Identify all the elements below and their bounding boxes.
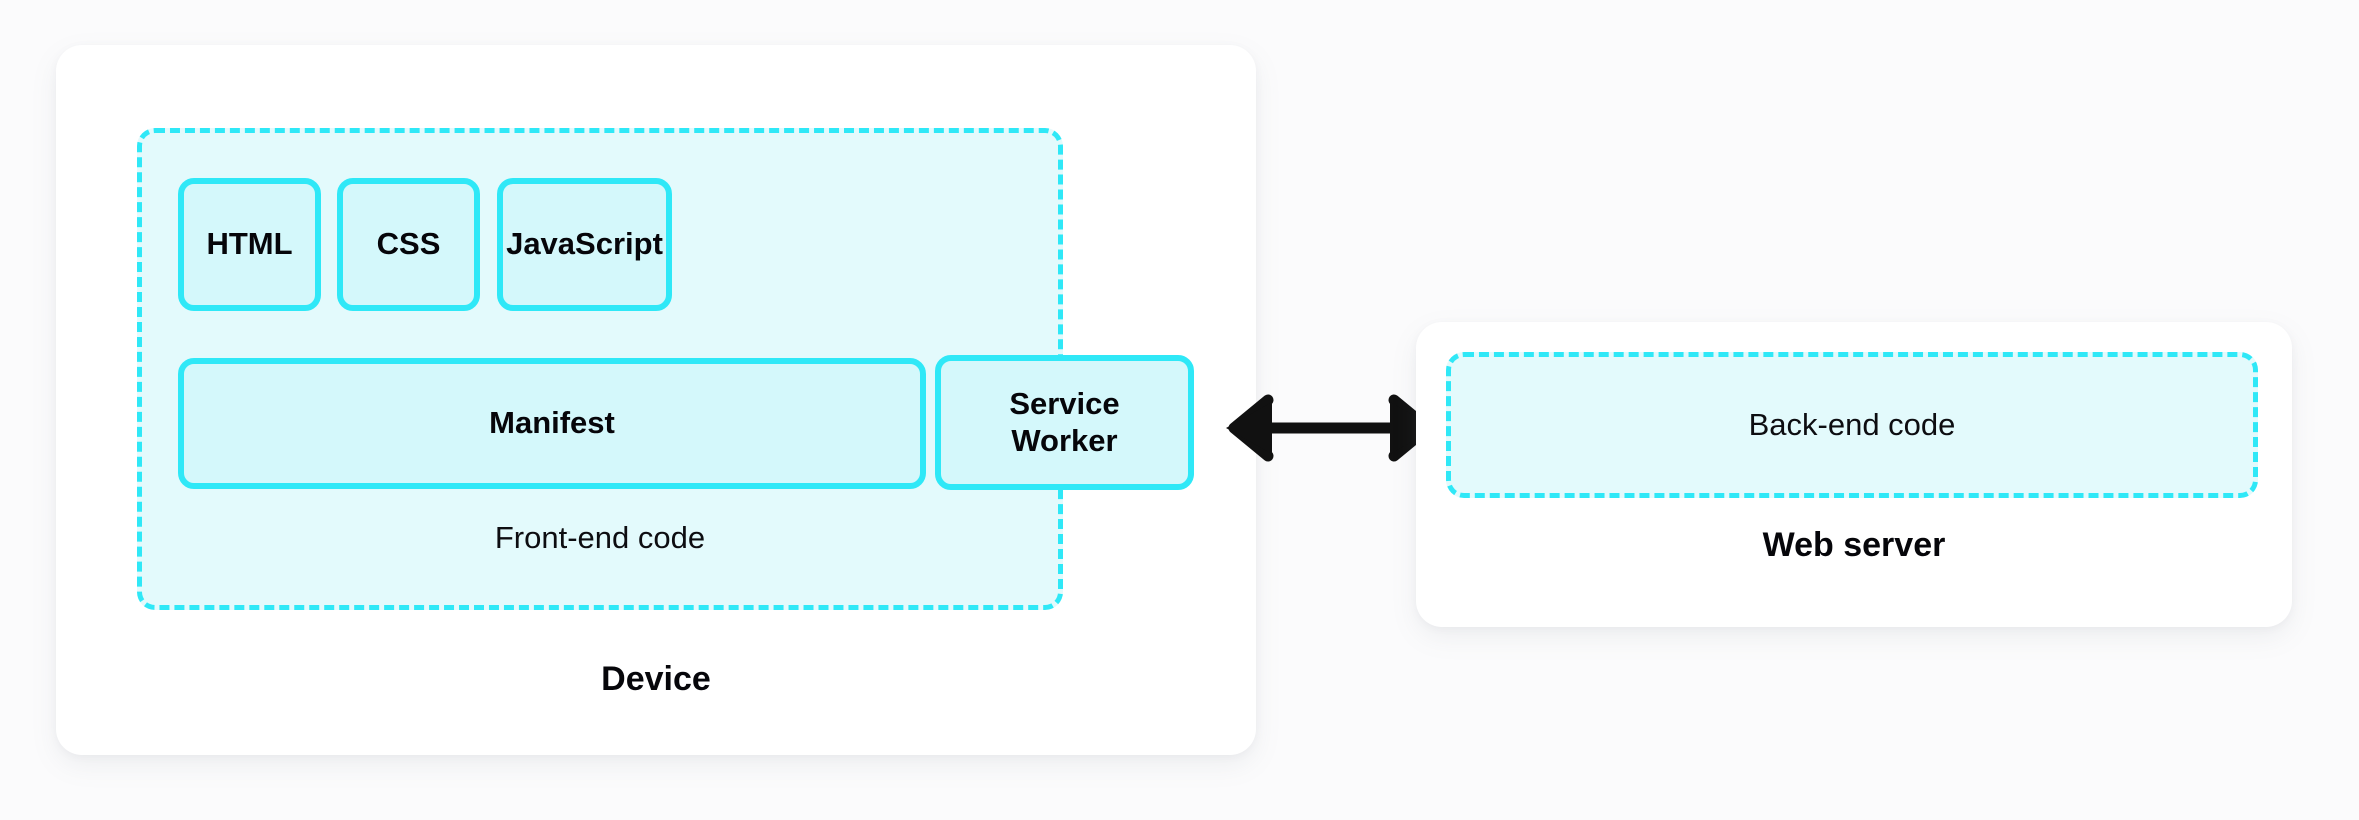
html-box[interactable]: HTML xyxy=(178,178,321,311)
service-worker-label-line1: Service xyxy=(1009,385,1120,421)
frontend-code-caption: Front-end code xyxy=(494,520,706,555)
javascript-box[interactable]: JavaScript xyxy=(497,178,672,311)
css-box[interactable]: CSS xyxy=(337,178,480,311)
backend-code-group: Back-end code xyxy=(1446,352,2258,498)
service-worker-label: Service Worker xyxy=(1009,386,1119,459)
service-worker-label-line2: Worker xyxy=(1011,422,1118,458)
service-worker-box[interactable]: Service Worker xyxy=(935,355,1194,490)
double-headed-arrow-icon xyxy=(1226,394,1436,462)
backend-code-caption: Back-end code xyxy=(1748,407,1956,442)
web-server-caption: Web server xyxy=(1762,526,1946,564)
manifest-box[interactable]: Manifest xyxy=(178,358,926,489)
device-caption: Device xyxy=(601,660,711,698)
